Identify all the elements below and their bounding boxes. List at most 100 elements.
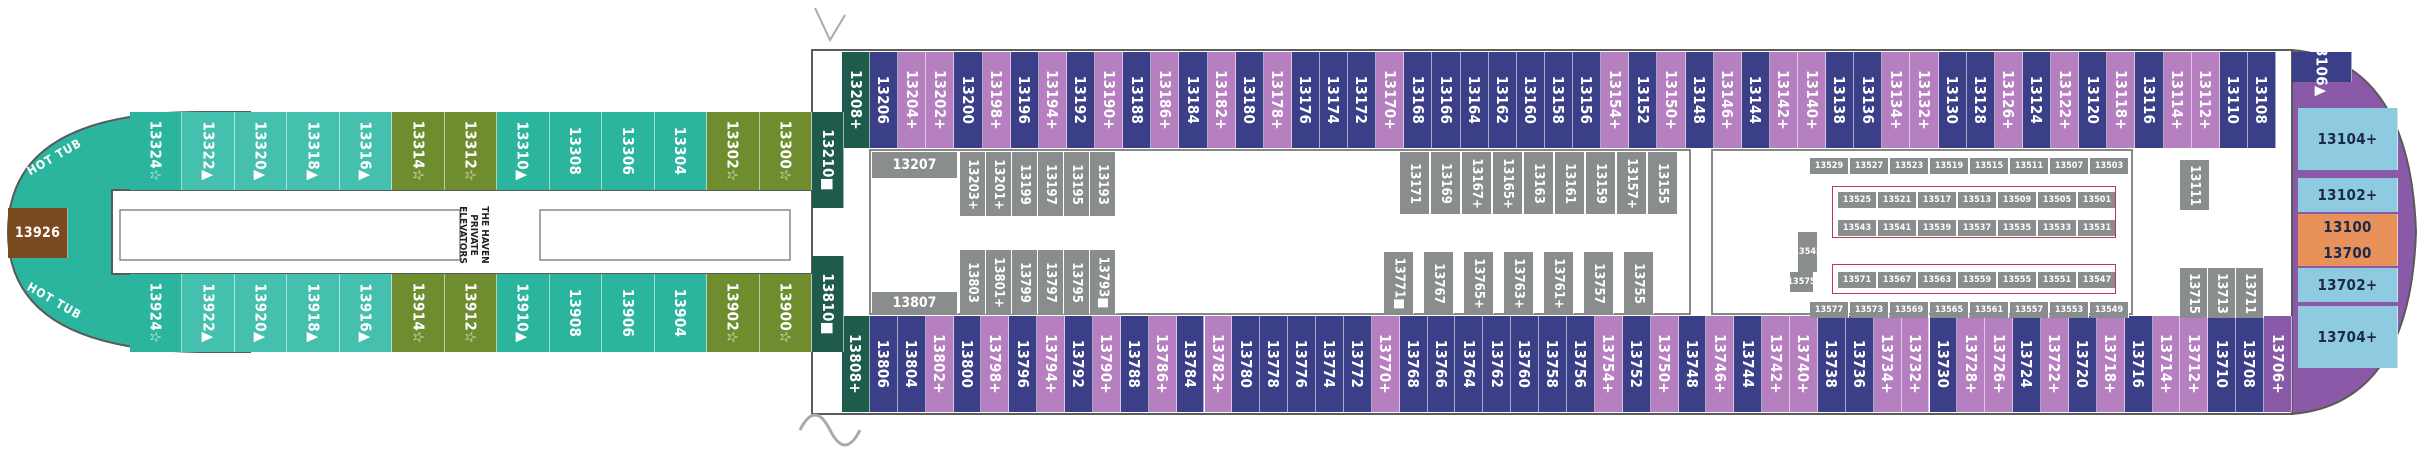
haven-bottom-3[interactable]: 13918▲ [287,274,340,352]
studio-r5-4[interactable]: 13561 [1970,302,2009,318]
cabin-top-13174[interactable]: 13174 [1320,52,1349,148]
cabin-top-13136[interactable]: 13136 [1854,52,1883,148]
cabin-bottom-13730[interactable]: 13730 [1929,316,1958,412]
cabin-bottom-13718[interactable]: 13718+ [2096,316,2125,412]
inner-top-4[interactable]: 13195 [1064,152,1090,216]
studio-r5-7[interactable]: 13549 [2090,302,2129,318]
studio-r2-2[interactable]: 13517 [1918,192,1957,208]
studio-r3-6[interactable]: 13531 [2078,220,2117,236]
studio-r4-2[interactable]: 13563 [1918,272,1957,288]
cabin-top-13186[interactable]: 13186+ [1151,52,1180,148]
cabin-bottom-13802[interactable]: 13802+ [925,316,954,412]
cabin-top-13204[interactable]: 13204+ [898,52,927,148]
cabin-bottom-13714[interactable]: 13714+ [2152,316,2181,412]
cabin-bottom-13756[interactable]: 13756 [1567,316,1595,412]
studio-r3-4[interactable]: 13535 [1998,220,2037,236]
haven-top-12[interactable]: 13300☆ [759,112,812,190]
cabin-bottom-13784[interactable]: 13784 [1176,316,1205,412]
cabin-top-13198[interactable]: 13198+ [982,52,1011,148]
haven-top-10[interactable]: 13304 [654,112,708,190]
inner-top-0[interactable]: 13203+ [960,152,986,216]
cabin-top-13176[interactable]: 13176 [1291,52,1320,148]
cabin-bottom-13792[interactable]: 13792 [1065,316,1093,412]
bow-13704[interactable]: 13704+ [2298,306,2398,368]
studio-r1-2[interactable]: 13523 [1890,158,1929,174]
mid-bottom-6[interactable]: 13755 [1624,252,1654,314]
inner-top-5[interactable]: 13193 [1090,152,1116,216]
mid-top-2[interactable]: 13167+ [1462,152,1492,214]
studio-r3-3[interactable]: 13537 [1958,220,1997,236]
haven-top-0[interactable]: 13324☆ [130,112,183,190]
studio-13545[interactable]: 13545 [1793,232,1822,272]
cabin-top-13148[interactable]: 13148 [1685,52,1714,148]
cabin-top-13178[interactable]: 13178+ [1263,52,1292,148]
mid-top-1[interactable]: 13169 [1431,152,1461,214]
cabin-bottom-13780[interactable]: 13780 [1232,316,1261,412]
cabin-bottom-13726[interactable]: 13726+ [1985,316,2014,412]
cabin-top-13124[interactable]: 13124 [2022,52,2052,148]
cabin-bottom-13760[interactable]: 13760 [1511,316,1540,412]
cabin-top-13180[interactable]: 13180 [1235,52,1264,148]
studio-r1-7[interactable]: 13503 [2090,158,2129,174]
studio-r4-5[interactable]: 13551 [2038,272,2077,288]
haven-top-3[interactable]: 13318▲ [287,112,340,190]
aft-suite-13926[interactable]: 13926 [8,208,68,258]
cabin-bottom-13782[interactable]: 13782+ [1204,316,1233,412]
haven-top-2[interactable]: 13320▲ [234,112,288,190]
cabin-top-13192[interactable]: 13192 [1066,52,1096,148]
haven-bottom-4[interactable]: 13916▲ [339,274,393,352]
cabin-top-13120[interactable]: 13120 [2079,52,2108,148]
cabin-top-13156[interactable]: 13156 [1573,52,1602,148]
mid-bottom-3[interactable]: 13763+ [1504,252,1534,314]
bow-13102[interactable]: 13102+ [2298,178,2398,212]
cabin-bottom-13796[interactable]: 13796 [1009,316,1038,412]
cabin-bottom-13722[interactable]: 13722+ [2041,316,2069,412]
cabin-top-13166[interactable]: 13166 [1432,52,1461,148]
cabin-bottom-13766[interactable]: 13766 [1427,316,1456,412]
mid-bottom-4[interactable]: 13761+ [1544,252,1574,314]
mid-top-0[interactable]: 13171 [1400,152,1430,214]
cabin-bottom-13748[interactable]: 13748 [1678,316,1707,412]
cabin-bottom-13764[interactable]: 13764 [1455,316,1484,412]
cabin-top-13158[interactable]: 13158 [1544,52,1574,148]
right-grey-1[interactable]: 13713 [2208,268,2236,318]
cabin-bottom-13772[interactable]: 13772 [1343,316,1372,412]
cabin-bottom-13724[interactable]: 13724 [2013,316,2042,412]
cabin-top-13194[interactable]: 13194+ [1038,52,1067,148]
cabin-13207[interactable]: 13207 [872,152,958,178]
mid-bottom-5[interactable]: 13757 [1584,252,1614,314]
studio-r5-5[interactable]: 13557 [2010,302,2049,318]
right-grey-2[interactable]: 13711 [2236,268,2264,318]
cabin-bottom-13708[interactable]: 13708 [2236,316,2265,412]
mid-top-6[interactable]: 13159 [1586,152,1616,214]
mid-top-8[interactable]: 13155 [1648,152,1678,214]
inner-top-3[interactable]: 13197 [1038,152,1064,216]
cabin-bottom-13736[interactable]: 13736 [1845,316,1874,412]
cabin-bottom-13758[interactable]: 13758 [1539,316,1567,412]
cabin-top-13164[interactable]: 13164 [1460,52,1489,148]
bow-13700[interactable]: 13700 [2298,240,2398,266]
cabin-13810[interactable]: 13810■ [812,256,844,352]
cabin-bottom-13762[interactable]: 13762 [1483,316,1512,412]
inner-bottom-4[interactable]: 13795 [1064,250,1090,314]
haven-bottom-11[interactable]: 13902☆ [707,274,760,352]
cabin-top-13138[interactable]: 13138 [1826,52,1855,148]
cabin-bottom-13716[interactable]: 13716 [2124,316,2153,412]
cabin-top-13172[interactable]: 13172 [1348,52,1377,148]
cabin-bottom-13770[interactable]: 13770+ [1371,316,1400,412]
bow-13104[interactable]: 13104+ [2298,108,2398,170]
studio-r1-0[interactable]: 13529 [1810,158,1849,174]
cabin-top-13118[interactable]: 13118+ [2107,52,2136,148]
haven-bottom-7[interactable]: 13910▲ [497,274,550,352]
haven-bottom-8[interactable]: 13908 [549,274,603,352]
studio-r3-5[interactable]: 13533 [2038,220,2077,236]
cabin-13807[interactable]: 13807 [872,292,958,314]
cabin-top-13200[interactable]: 13200 [954,52,983,148]
cabin-top-13150[interactable]: 13150+ [1657,52,1686,148]
cabin-top-13188[interactable]: 13188 [1123,52,1152,148]
cabin-bottom-13804[interactable]: 13804 [897,316,926,412]
cabin-top-13190[interactable]: 13190+ [1095,52,1124,148]
haven-bottom-10[interactable]: 13904 [654,274,708,352]
cabin-bottom-13740[interactable]: 13740+ [1790,316,1818,412]
cabin-top-13114[interactable]: 13114+ [2163,52,2192,148]
